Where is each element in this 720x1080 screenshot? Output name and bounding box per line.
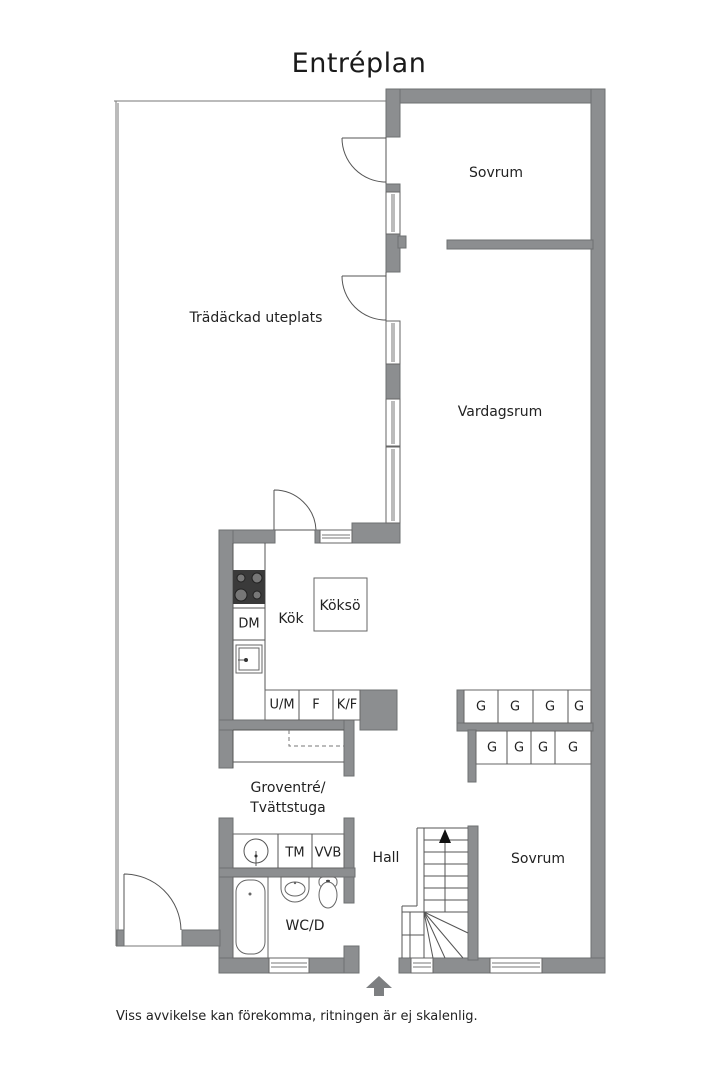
stairs-up-arrow-icon: [439, 829, 451, 843]
room-label-wcd: WC/D: [285, 918, 325, 934]
wardrobe-label: G: [573, 699, 585, 715]
wardrobe-label: G: [509, 699, 521, 715]
room-label-groventre-line1: Groventré/: [250, 780, 326, 796]
appliance-label-vvb: VVB: [314, 845, 342, 861]
disclaimer-text: Viss avvikelse kan förekomma, ritningen …: [116, 1009, 478, 1024]
deck-outline: [114, 100, 388, 947]
room-label-sovrum-bottom: Sovrum: [510, 851, 566, 867]
room-label-sovrum-top: Sovrum: [468, 165, 524, 181]
appliance-label-kf: K/F: [336, 697, 358, 713]
room-label-hall: Hall: [372, 850, 400, 866]
wardrobes: [463, 689, 592, 765]
floor-drain-icon: [243, 838, 269, 866]
room-label-deck: Trädäckad uteplats: [189, 310, 323, 326]
page-title: Entréplan: [291, 48, 427, 79]
doors: [116, 137, 387, 947]
room-label-kok: Kök: [278, 611, 304, 627]
washbasin-icon: [280, 876, 310, 903]
wardrobe-label: G: [544, 699, 556, 715]
kitchen: [232, 543, 368, 721]
wardrobe-label: G: [567, 740, 579, 756]
wardrobe-label: G: [486, 740, 498, 756]
bathroom: [232, 876, 338, 959]
laundry: [232, 729, 345, 869]
wardrobe-label: G: [475, 699, 487, 715]
wardrobe-label: G: [513, 740, 525, 756]
room-label-groventre: Groventré/ Tvättstuga: [250, 778, 326, 818]
appliance-label-tm: TM: [285, 845, 305, 861]
appliance-label-f: F: [312, 697, 320, 713]
kitchen-island: [313, 577, 368, 632]
appliance-label-dm: DM: [238, 616, 260, 632]
room-label-koksö: Köksö: [319, 598, 361, 614]
sink-icon: [235, 644, 263, 674]
walls: [181, 88, 606, 974]
room-label-vardagsrum: Vardagsrum: [457, 404, 543, 420]
room-label-groventre-line2: Tvättstuga: [250, 800, 326, 816]
windows: [268, 191, 543, 974]
appliance-label-um: U/M: [269, 697, 295, 713]
stairs: [401, 827, 469, 959]
wardrobe-label: G: [537, 740, 549, 756]
toilet-icon: [318, 876, 338, 909]
stove-icon: [233, 570, 265, 604]
entrance-arrow-icon: [366, 976, 392, 996]
